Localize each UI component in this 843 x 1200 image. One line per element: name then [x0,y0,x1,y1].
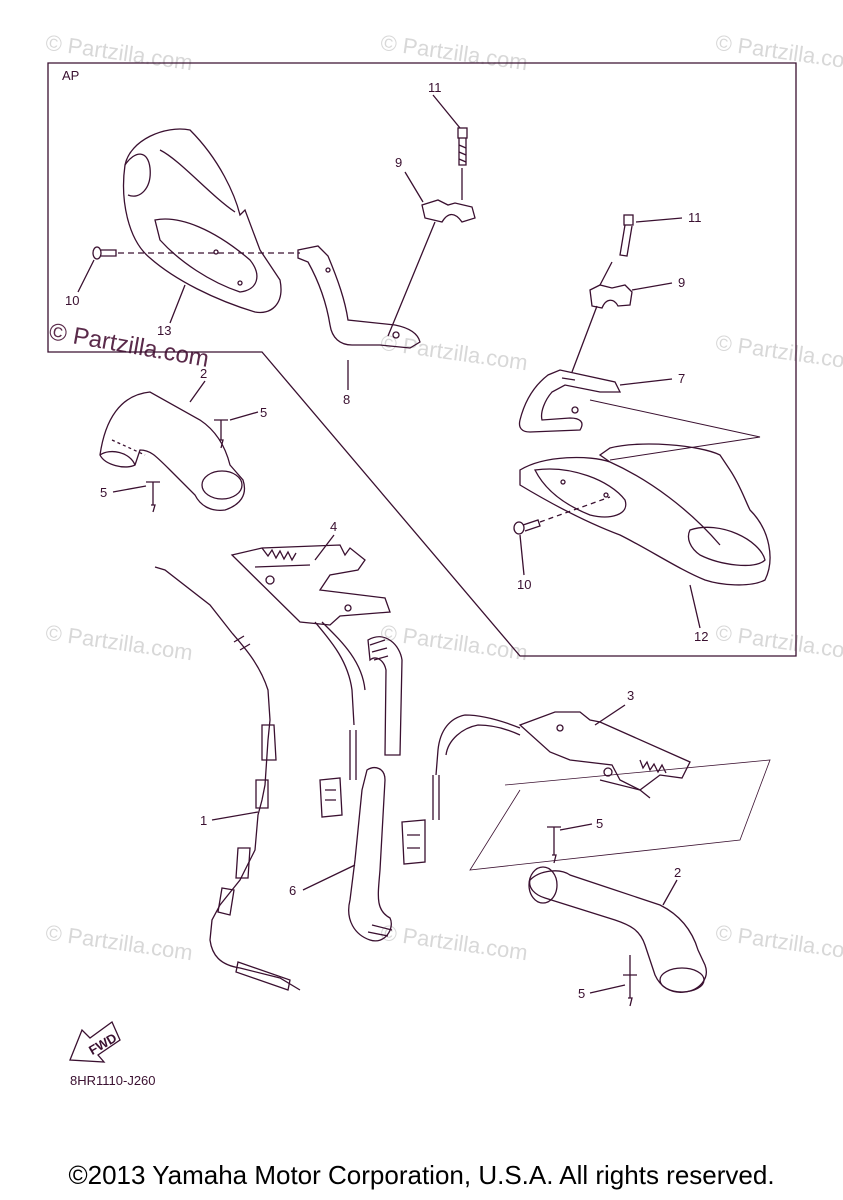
grip-2-right [528,866,707,993]
heater-element-4 [230,544,391,626]
conduit-tube-6 [348,636,403,942]
grip-2-left [99,391,246,511]
rivet-5-c [547,826,561,864]
rivet-5-a [214,419,228,449]
part-callout-label: 9 [678,275,685,290]
part-callout-label: 2 [674,865,681,880]
clamp-9-right [589,284,633,309]
part-callout-label: 1 [200,813,207,828]
diagram-code: 8HR1110-J260 [70,1073,156,1088]
part-callout-label: 11 [688,210,702,225]
part-callout-label: 7 [678,371,685,386]
part-callout-label: 9 [395,155,402,170]
leader-line [571,261,613,373]
copyright-notice: ©2013 Yamaha Motor Corporation, U.S.A. A… [68,1160,775,1190]
part-callout-label: 2 [200,366,207,381]
part-callout-label: 4 [330,519,337,534]
clamp-9-upper [421,199,476,223]
part-callout-label: 3 [627,688,634,703]
callout-leaders [77,94,461,390]
part-callout-label: 5 [100,485,107,500]
leader-line [387,168,463,337]
svg-text:FWD: FWD [86,1030,119,1058]
part-callout-label: 12 [694,629,708,644]
part-callout-label: 11 [428,80,442,95]
fwd-arrow-icon: FWD [69,1021,121,1063]
part-callout-label: 6 [289,883,296,898]
throttle-cable-1 [154,566,301,991]
heater-element-3 [518,711,691,799]
bolt-11-upper [457,127,468,166]
hand-guard-left [122,128,282,314]
part-callout-label: 13 [157,323,171,338]
part-callout-label: 5 [578,986,585,1001]
bracket-8 [297,245,421,349]
bolt-11-right [619,214,634,257]
screw-10-right [513,519,541,535]
screw-10-left [92,246,117,260]
rivet-5-b [146,481,160,513]
bracket-7 [518,369,622,433]
part-callout-label: 8 [343,392,350,407]
rivet-5-d [623,955,637,1007]
accessory-boundary [47,62,797,657]
hand-guard-right [519,443,771,586]
part-callout-label: 5 [260,405,267,420]
part-callout-label: 5 [596,816,603,831]
box-label: AP [62,68,79,83]
guide-lines [589,399,761,461]
part-callout-label: 10 [65,293,79,308]
part-callout-label: 10 [517,577,531,592]
